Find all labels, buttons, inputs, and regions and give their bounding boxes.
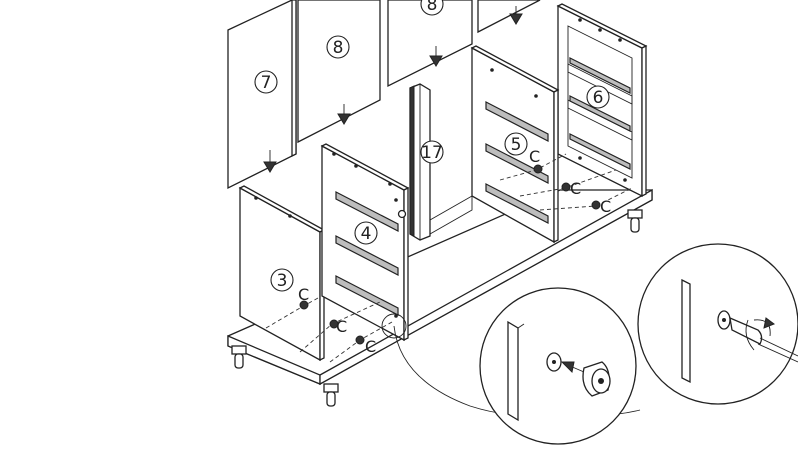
part-label-4: 4: [354, 221, 378, 245]
part-label-5: 5: [504, 132, 528, 156]
detail-source-circle: [381, 313, 407, 339]
back-rail: [429, 195, 473, 235]
cam-fittings: [299, 164, 601, 345]
detail-circle-rotate: [637, 243, 798, 405]
svg-text:8: 8: [333, 38, 344, 58]
foot: [231, 345, 247, 369]
part-label-3: 3: [270, 268, 294, 292]
insert-arrow-icon: [560, 361, 585, 374]
panel-8-a: [297, 0, 381, 144]
part-label-17: 17: [420, 140, 444, 164]
connector-label-c: C: [570, 179, 581, 198]
svg-text:6: 6: [593, 88, 604, 108]
svg-text:7: 7: [261, 73, 272, 93]
detail-circle-insert: [479, 287, 637, 445]
connector-label-c: C: [298, 285, 309, 304]
part-label-6: 6: [586, 85, 610, 109]
svg-text:5: 5: [511, 135, 522, 155]
svg-text:4: 4: [361, 224, 372, 244]
panel-7: [227, 0, 297, 190]
panel-8-b: [387, 0, 473, 88]
svg-text:17: 17: [421, 143, 443, 163]
connector-label-c: C: [336, 317, 347, 336]
part-label-7: 7: [254, 70, 278, 94]
cam-lock-icon: [582, 361, 611, 397]
part-label-8a: 8: [326, 35, 350, 59]
connector-label-c: C: [365, 337, 376, 356]
down-arrow-icon: [263, 150, 277, 173]
foot: [627, 209, 643, 233]
connector-label-c: C: [600, 197, 611, 216]
rotate-arrow-icon: [745, 317, 776, 351]
down-arrow-icon: [509, 6, 523, 25]
connector-label-c: C: [529, 147, 540, 166]
down-arrow-icon: [429, 46, 443, 67]
svg-text:3: 3: [277, 271, 288, 291]
svg-text:8: 8: [427, 0, 438, 15]
part-17: [409, 83, 431, 241]
part-label-8b: 8: [420, 0, 444, 16]
down-arrow-icon: [337, 104, 351, 125]
foot: [323, 383, 339, 407]
panel-8-c: [477, 0, 541, 34]
